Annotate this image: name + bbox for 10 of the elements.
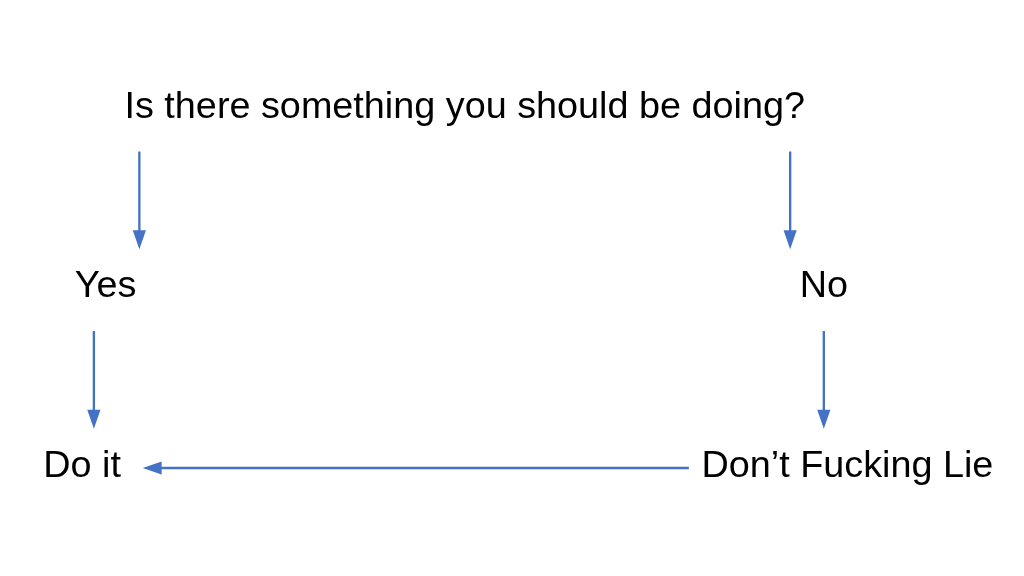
arrow (132, 151, 146, 249)
node-text: Yes (74, 262, 137, 305)
arrow (783, 151, 797, 249)
node-text: Is there something you should be doing? (124, 83, 806, 126)
arrow (817, 330, 831, 429)
node-text: No (799, 262, 848, 305)
node-text: Do it (43, 442, 121, 485)
node-text: Don’t Fucking Lie (701, 442, 994, 485)
arrow (87, 330, 101, 429)
arrow (142, 460, 689, 475)
